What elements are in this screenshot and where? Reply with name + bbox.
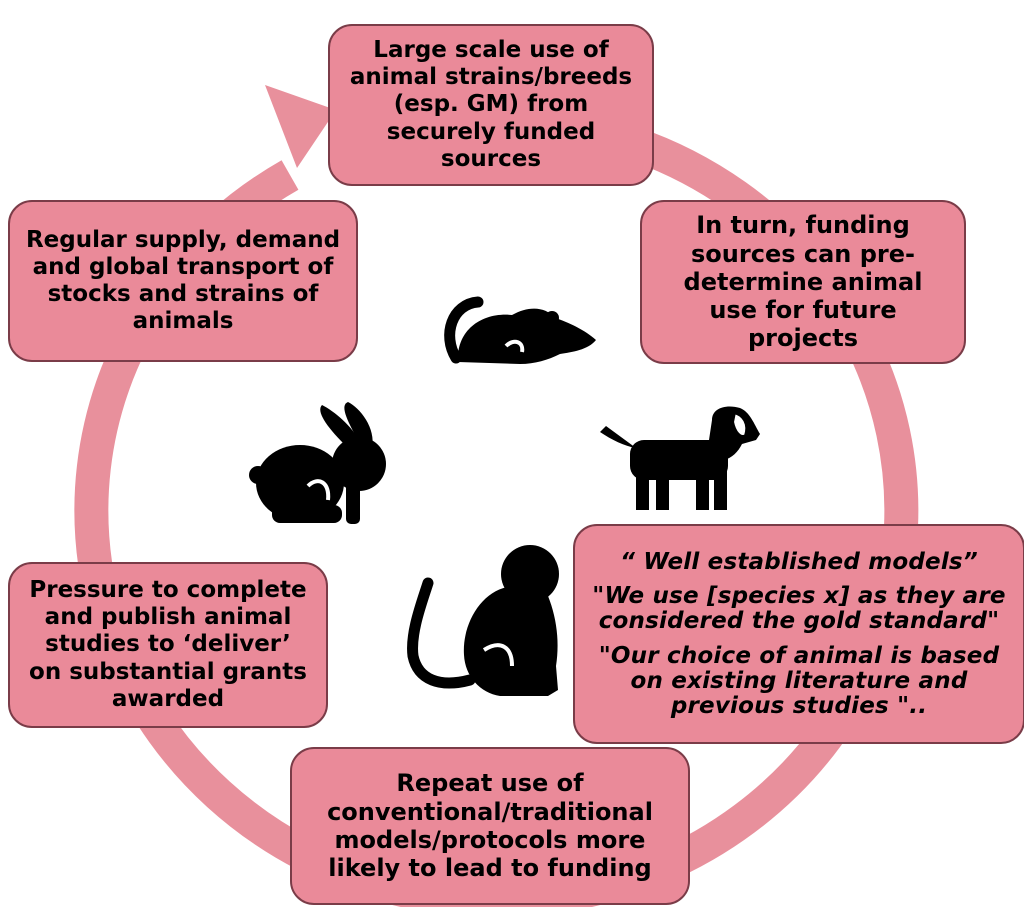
box-funding-sources: In turn, funding sources can pre-determi… bbox=[640, 200, 966, 364]
quote-existing-literature: "Our choice of animal is based on existi… bbox=[598, 643, 1000, 719]
quote-well-established: “ Well established models” bbox=[620, 548, 978, 575]
quote-gold-standard: "We use [species x] as they are consider… bbox=[592, 583, 1006, 635]
mouse-icon bbox=[444, 296, 596, 364]
box-regular-supply: Regular supply, demand and global transp… bbox=[8, 200, 358, 362]
dog-icon bbox=[600, 406, 760, 510]
monkey-icon bbox=[407, 545, 559, 696]
box-repeat-use: Repeat use of conventional/traditional m… bbox=[290, 747, 690, 905]
cycle-arrowhead bbox=[265, 85, 336, 168]
box-pressure-to-publish: Pressure to complete and publish animal … bbox=[8, 562, 328, 728]
rabbit-icon bbox=[249, 402, 386, 524]
box-large-scale-use: Large scale use of animal strains/breeds… bbox=[328, 24, 654, 186]
box-quotes: “ Well established models” "We use [spec… bbox=[573, 524, 1024, 744]
